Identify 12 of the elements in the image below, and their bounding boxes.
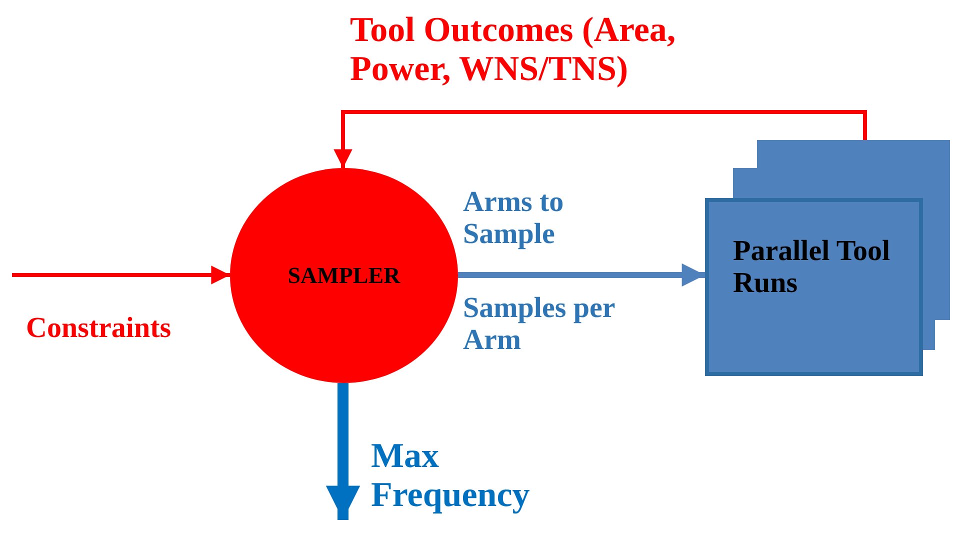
edge-label: Constraints: [26, 312, 172, 344]
edge-label: Arms to Sample: [463, 186, 565, 251]
arrow: [12, 266, 230, 284]
arrow: [458, 263, 705, 287]
node-title: SAMPLER: [288, 262, 400, 288]
edge-label: Max Frequency: [371, 436, 531, 514]
stacked-process-box: [705, 140, 951, 376]
box-title: Parallel Tool Runs: [733, 235, 892, 300]
annotation-text: Samples per Arm: [463, 292, 616, 357]
edge-label: Tool Outcomes (Area, Power, WNS/TNS): [350, 10, 677, 88]
arrow: [326, 383, 360, 520]
arrow: [334, 110, 867, 168]
